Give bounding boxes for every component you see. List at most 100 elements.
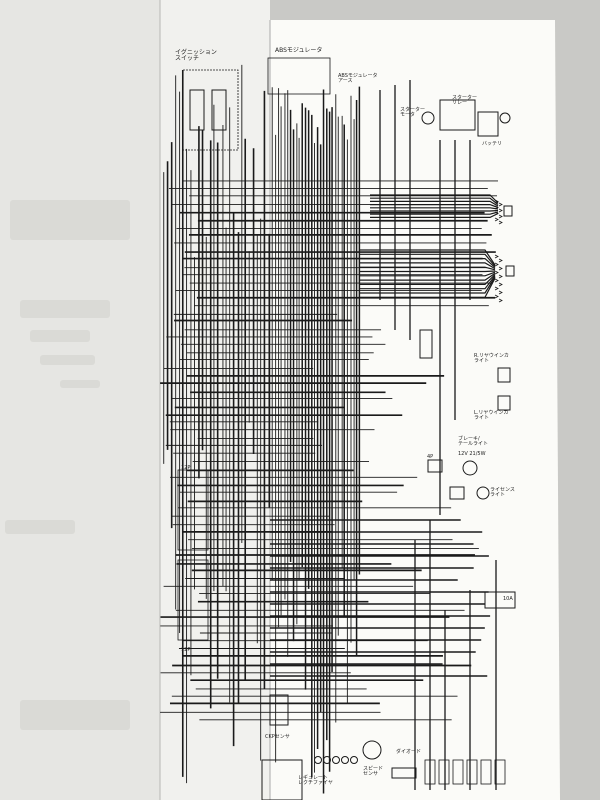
tail-connector [427,459,443,473]
bleed-block [10,200,130,240]
starter-relay-label: スターター リレー [452,95,478,106]
switch-contact [452,759,464,785]
ignition-switch-box [182,69,239,151]
wire [360,266,496,271]
license-connector [449,486,465,500]
license-lamp [476,486,490,500]
ckp-sensor [269,694,289,726]
connector-12p-label: 12P [181,465,191,471]
middle-page [160,0,270,800]
wire [360,253,496,267]
bleed-block [5,520,75,534]
connector-arrow [494,286,499,291]
connector-arrow [494,278,499,283]
connector-arrow [498,208,503,213]
brake-tail-label: ブレーキ/ テールライト [458,436,489,447]
wire [360,277,496,298]
wire [360,275,496,290]
sensor-terminal [314,756,322,764]
switch-contact [494,759,506,785]
diode-box [391,767,417,779]
l-winker-lamp [497,395,511,411]
connector-arrow [494,199,499,204]
bleed-block [40,355,95,365]
sensor-terminal [341,756,349,764]
battery-label: バッテリ [482,141,503,147]
connector-arrow [498,274,503,279]
connector-block [503,205,513,217]
wire [360,274,496,285]
connector-arrow [494,294,499,299]
fuse-circle [499,112,511,124]
bleed-block [60,380,100,388]
regulator [261,759,303,800]
switch-contact [466,759,478,785]
brake-tail-rating: 12V 21/5W [458,451,486,457]
regulator-label: レギュレート レクチファイヤ [298,775,333,786]
bleed-block [20,300,110,318]
r-winker-lamp [497,367,511,383]
connector-12p-label-2: 12P [181,647,191,653]
starter-motor-symbol [421,111,435,125]
battery-symbol [477,111,499,137]
bleed-block [30,330,90,342]
speed-sensor [362,740,382,760]
sensor-terminal [332,756,340,764]
sensor-terminal [350,756,358,764]
l-rear-winker-label: L.リヤウインカ ライト [474,410,509,421]
ignition-contact [211,89,227,131]
connector-arrow [498,290,503,295]
sensor-terminal [323,756,331,764]
speed-sensor-label: スピード センサ [363,766,384,777]
ckp-sensor-label: CKPセンサ [265,734,290,740]
wire [360,271,496,277]
wire [360,272,496,281]
connector-arrow [498,214,503,219]
wire [360,276,496,294]
connector-arrow [494,262,499,267]
connector-12p-b [177,559,209,641]
abs-modulator-box [267,57,331,95]
connector-arrow [498,282,503,287]
connector-4p-label: 4P [427,454,434,460]
winker-connector [419,329,433,359]
r-rear-winker-label: R.リヤウインカ ライト [474,353,509,364]
left-page [0,0,160,800]
connector-arrow [498,258,503,263]
connector-arrow [498,202,503,207]
brake-tail-lamp [462,460,478,476]
switch-contact [480,759,492,785]
wire [370,209,499,212]
connector-block [505,265,515,277]
connector-arrow [494,205,499,210]
connector-arrow [498,298,503,303]
connector-arrow [494,254,499,259]
connector-12p [177,469,209,551]
wire [360,258,496,268]
connector-arrow [494,217,499,222]
components [177,57,516,800]
ignition-contact [189,89,205,131]
license-light-label: ライセンス ライト [490,487,515,498]
connector-arrow [498,220,503,225]
switch-contact [424,759,436,785]
wire [360,249,496,266]
wire [360,262,496,270]
connector-arrow [498,266,503,271]
bleed-block [20,700,130,730]
connector-arrow [494,211,499,216]
abs-modulator-label: ABSモジュレータ [275,47,323,54]
abs-ground-label: ABSモジュレータ アース [338,73,378,84]
wire [360,270,496,273]
starter-relay-box [439,99,476,131]
ignition-switch-label: イグニッション スイッチ [175,49,217,62]
wiring-lines [160,64,499,794]
switch-contact [438,759,450,785]
connector-arrow [494,270,499,275]
diode-label: ダイオード [396,749,422,755]
fuse-box [484,591,516,609]
starter-motor-label: スターター モータ [400,107,426,118]
fuse-label: 10A [503,596,513,602]
